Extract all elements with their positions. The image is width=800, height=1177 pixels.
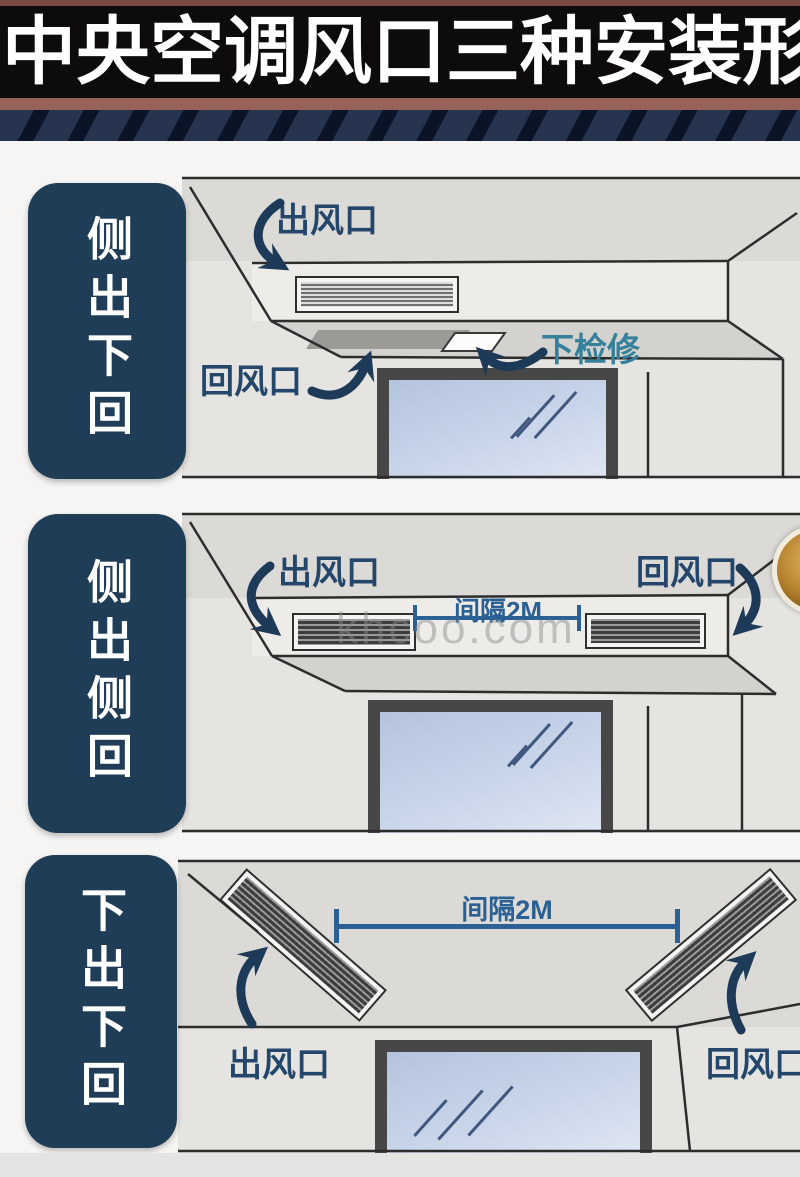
window xyxy=(377,368,618,479)
floor-strip xyxy=(0,1153,800,1177)
dimension-line xyxy=(337,924,680,929)
vent-louver-slats xyxy=(591,619,700,643)
panel1-return-label: 回风口 xyxy=(200,363,302,401)
panel1-title-block: 侧出下回 xyxy=(28,183,186,479)
ceiling-plane xyxy=(182,177,800,261)
panel2-title: 侧出侧回 xyxy=(80,557,134,790)
panel1-title: 侧出下回 xyxy=(80,215,134,447)
panel1-access-label: 下检修 xyxy=(541,331,640,368)
window xyxy=(368,700,613,833)
scene-side-outlet-bottom-return xyxy=(182,177,800,479)
dimension-tick-left xyxy=(413,605,417,631)
panel3-return-label: 回风口 xyxy=(706,1046,800,1084)
header-bottom-rule xyxy=(0,98,800,110)
panel2-outlet-label: 出风口 xyxy=(278,554,380,592)
dimension-tick-right xyxy=(675,909,680,943)
window-glass xyxy=(380,712,601,833)
panel3-gap-label: 间隔2M xyxy=(461,895,553,925)
watermark: khcoo.com xyxy=(336,604,576,653)
window-glass xyxy=(387,1052,640,1153)
supply-vent-grille xyxy=(295,276,459,313)
dimension-line xyxy=(416,616,578,620)
vent-louver-slats xyxy=(301,282,453,307)
ceiling-plane xyxy=(182,513,800,598)
header-banner: 中央空调风口三种安装形 xyxy=(0,0,800,110)
scene-side-outlet-side-return xyxy=(182,513,800,833)
supply-vent-grille xyxy=(292,613,416,651)
return-vent-grille xyxy=(585,613,706,649)
panel3-title: 下出下回 xyxy=(74,885,128,1118)
decorative-stripe-band xyxy=(0,110,800,141)
panel2-return-label: 回风口 xyxy=(636,554,738,592)
dimension-tick-right xyxy=(577,605,581,631)
window-glass xyxy=(389,380,606,479)
panel2-gap-label: 间隔2M xyxy=(453,596,543,626)
header-top-rule xyxy=(0,0,800,6)
panel3-outlet-label: 出风口 xyxy=(228,1046,330,1084)
panel3-title-block: 下出下回 xyxy=(25,855,177,1148)
page-title: 中央空调风口三种安装形 xyxy=(2,9,800,95)
vent-louver-slats xyxy=(298,619,410,645)
panel2-title-block: 侧出侧回 xyxy=(28,514,186,833)
panel1-outlet-label: 出风口 xyxy=(276,202,378,240)
dimension-tick-left xyxy=(334,909,339,943)
window xyxy=(375,1040,652,1153)
